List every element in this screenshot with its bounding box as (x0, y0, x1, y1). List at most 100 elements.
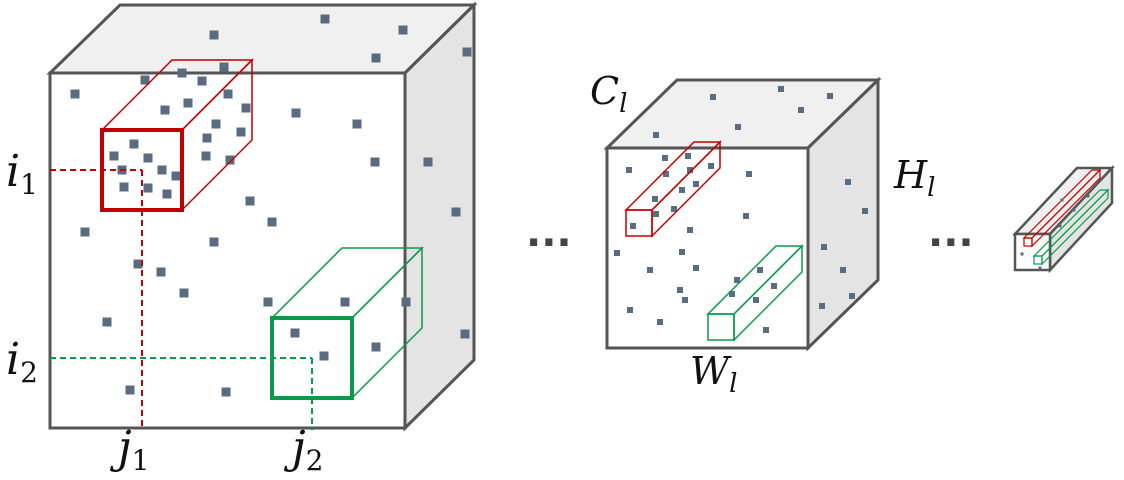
sparse-point (109, 151, 119, 161)
sparse-point (734, 277, 740, 283)
medium-cube-sparse-points (614, 86, 868, 333)
sparse-point (682, 297, 688, 303)
sparse-point (626, 167, 632, 173)
small-cube-sparse-points (1020, 194, 1090, 270)
sparse-point (209, 237, 219, 247)
sparse-point (209, 30, 219, 40)
sparse-point (771, 283, 777, 289)
sparse-point (156, 267, 166, 277)
sparse-point (290, 328, 300, 338)
sparse-point (798, 107, 804, 113)
sparse-point (371, 53, 381, 63)
sparse-point (451, 207, 461, 217)
sparse-point (653, 211, 659, 217)
label-i2: i2 (6, 334, 38, 389)
sparse-point (1058, 224, 1062, 228)
sparse-point (862, 208, 868, 214)
sparse-point (352, 119, 362, 129)
sparse-point (743, 213, 749, 219)
sparse-point (687, 227, 693, 233)
sparse-point (663, 171, 669, 177)
sparse-point (245, 196, 255, 206)
sparse-point (677, 287, 683, 293)
sparse-point (1038, 266, 1042, 270)
sparse-point (401, 297, 411, 307)
sparse-point (757, 267, 763, 273)
label-i1: i1 (6, 146, 38, 201)
sparse-point (840, 267, 846, 273)
small-red-tube-side (1031, 168, 1101, 248)
sparse-point (125, 385, 135, 395)
sparse-point (849, 293, 855, 299)
green-tube-side (733, 244, 803, 342)
label-H: Hl (893, 153, 935, 203)
small-cube-front-face (1013, 232, 1052, 272)
sparse-point (183, 98, 193, 108)
medium-cube (603, 76, 882, 352)
sparse-point (129, 139, 139, 149)
sparse-point (1060, 198, 1064, 202)
sparse-point (679, 187, 685, 193)
sparse-point (140, 75, 150, 85)
label-C: Cl (590, 69, 627, 119)
sparse-point (102, 317, 112, 327)
sparse-point (291, 108, 301, 118)
sparse-point (746, 171, 752, 177)
sparse-point (647, 267, 653, 273)
sparse-point (821, 244, 827, 250)
sparse-point (735, 124, 741, 130)
sparse-point (143, 183, 153, 193)
sparse-point (627, 307, 633, 313)
small-cube (1012, 164, 1115, 274)
sparse-point (652, 196, 658, 202)
large-cube-top-face (46, 3, 478, 75)
sparse-point (223, 89, 233, 99)
sparse-point (657, 319, 663, 325)
sparse-point (685, 153, 691, 159)
sparse-point (1086, 194, 1090, 198)
sparse-point (729, 291, 735, 297)
sparse-point (162, 189, 172, 199)
sparse-point (370, 157, 380, 167)
sparse-point (319, 351, 329, 361)
sparse-point (202, 133, 212, 143)
sparse-point (236, 127, 246, 137)
sparse-point (263, 297, 273, 307)
small-green-tube-side (1041, 188, 1109, 266)
sparse-point (225, 155, 235, 165)
sparse-point (753, 297, 759, 303)
sparse-point (630, 223, 636, 229)
sparse-point (845, 179, 851, 185)
large-cube-front-face (48, 71, 407, 430)
sparse-point (687, 167, 693, 173)
sparse-point (221, 387, 231, 397)
sparse-point (133, 259, 143, 269)
sparse-point (371, 342, 381, 352)
large-cube (46, 1, 478, 432)
sparse-point (157, 165, 167, 175)
sparse-point (398, 25, 408, 35)
label-W: Wl (690, 349, 737, 399)
sparse-point (80, 227, 90, 237)
sparse-point (177, 68, 187, 78)
sparse-point (241, 103, 251, 113)
sparse-point (614, 250, 620, 256)
sparse-point (320, 14, 330, 24)
sparse-point (763, 327, 769, 333)
small-green-tube (1032, 188, 1110, 266)
sparse-point (462, 47, 472, 57)
label-j2: j2 (283, 422, 323, 477)
sparse-point (171, 171, 181, 181)
sparse-point (340, 297, 350, 307)
red-tube-side (651, 140, 721, 238)
large-cube-side-face (403, 1, 476, 432)
green-tube (706, 244, 804, 342)
sparse-point (827, 93, 833, 99)
sparse-point (662, 155, 668, 161)
sparse-point (1072, 208, 1076, 212)
sparse-point (460, 329, 470, 339)
sparse-point (267, 217, 277, 227)
sparse-point (211, 119, 221, 129)
sparse-point (119, 182, 129, 192)
